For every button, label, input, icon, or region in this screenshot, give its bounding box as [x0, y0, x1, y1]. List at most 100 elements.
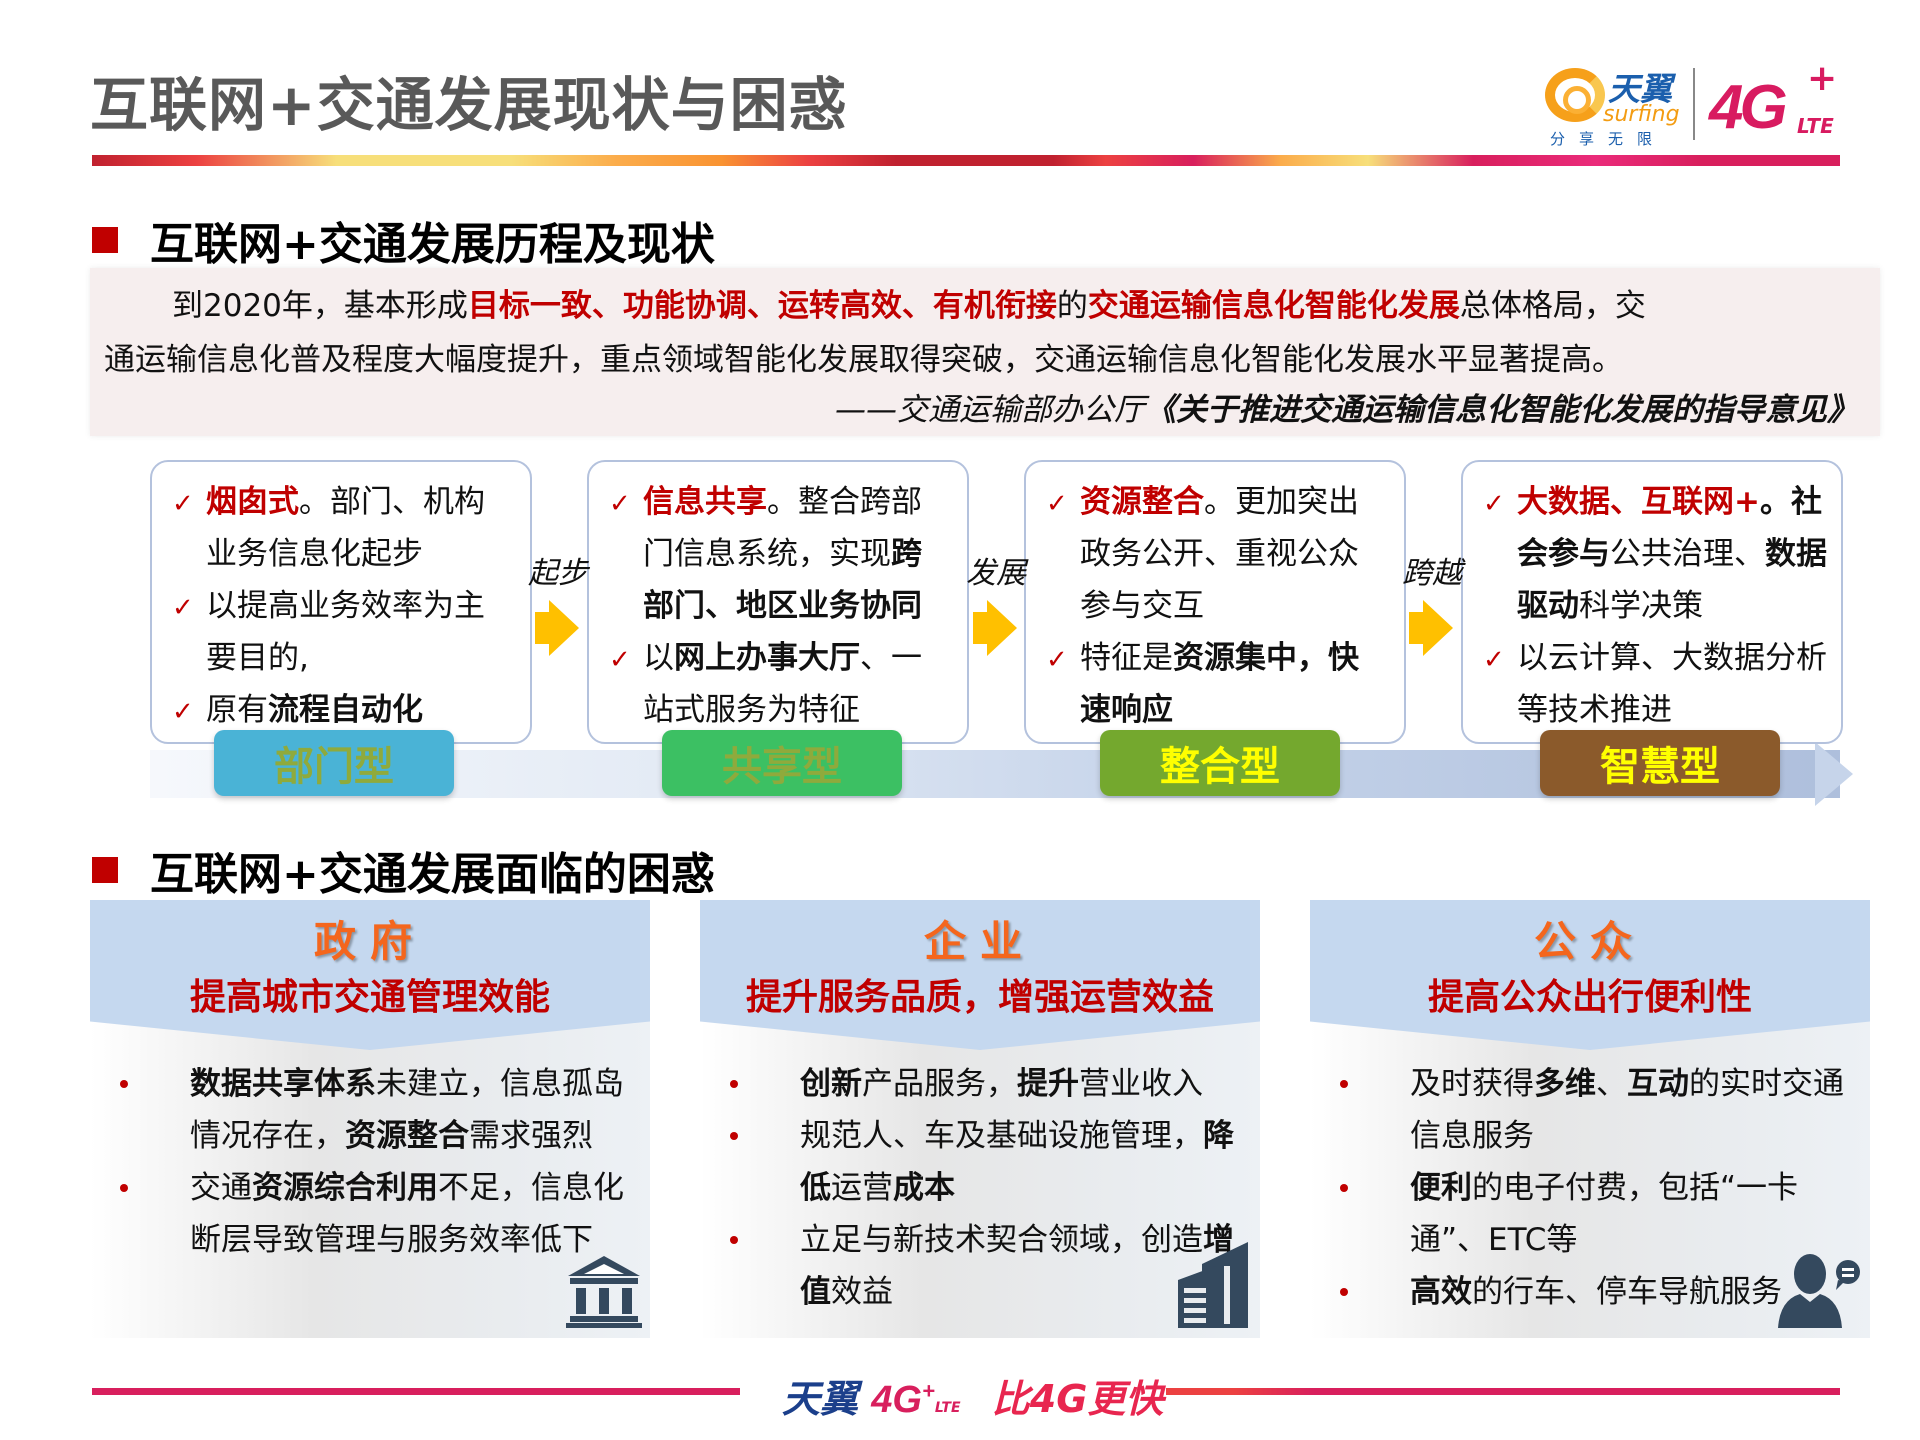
text-run: 参与交互 — [1080, 588, 1204, 624]
quote-source: ——交通运输部办公厅《关于推进交通运输信息化智能化发展的指导意见》 — [835, 390, 1858, 430]
logo-lte: LTE — [1797, 114, 1834, 138]
emphasis-run: 高效 — [1410, 1274, 1472, 1310]
bullet-item: 及时获得多维、互动的实时交通信息服务 — [1330, 1058, 1858, 1162]
checkmark-icon: ✓ — [1046, 489, 1068, 519]
red-dot-bullet-icon — [120, 1080, 128, 1088]
footer-lte: LTE — [934, 1400, 961, 1416]
stakeholder-panel-2: 企业提升服务品质，增强运营效益创新产品服务，提升营业收入规范人、车及基础设施管理… — [700, 900, 1260, 1338]
text-run: 。更加突出 — [1204, 484, 1359, 520]
panel-subtitle: 提高公众出行便利性 — [1427, 977, 1752, 1018]
panel-header-chevron — [1310, 900, 1870, 1050]
red-dot-bullet-icon — [730, 1080, 738, 1088]
transition-label: 起步 — [528, 556, 588, 591]
stage-line: 业务信息化起步 — [172, 528, 423, 580]
checkmark-icon: ✓ — [172, 697, 194, 727]
emphasis-run: 资源集中，快 — [1173, 640, 1359, 676]
emphasis-run: 创新 — [800, 1066, 862, 1102]
emphasis-run: 资源综合利用 — [252, 1170, 438, 1206]
text-run: 及时获得 — [1410, 1066, 1534, 1102]
right-arrow-icon — [973, 600, 1017, 656]
bullet-item: 规范人、车及基础设施管理，降低运营成本 — [720, 1110, 1248, 1214]
text-run: 立足与新技术契合领域，创造 — [800, 1222, 1203, 1258]
transition-label: 跨越 — [1402, 556, 1462, 591]
checkmark-icon: ✓ — [172, 489, 194, 519]
logo-brand-cn: 天翼 — [1608, 70, 1673, 108]
text-run: 的电子付费，包括“一卡通”、ETC等 — [1410, 1170, 1799, 1258]
emphasis-run: 跨 — [891, 536, 922, 572]
emphasis-run: 网上办事大厅 — [674, 640, 860, 676]
bullet-item: 立足与新技术契合领域，创造增值效益 — [720, 1214, 1248, 1318]
footer-plus: + — [921, 1378, 935, 1404]
section-heading-text: 互联网+交通发展面临的困惑 — [150, 849, 715, 900]
right-arrow-icon — [1409, 600, 1453, 656]
red-dot-bullet-icon — [1340, 1184, 1348, 1192]
text-run: 。部门、机构 — [299, 484, 485, 520]
text-run: 需求强烈 — [469, 1118, 593, 1154]
stage-card-3: ✓资源整合。更加突出政务公开、重视公众参与交互✓特征是资源集中，快速响应 — [1024, 460, 1406, 744]
quote-source-doc: 《关于推进交通运输信息化智能化发展的指导意见》 — [1145, 392, 1858, 428]
bullet-item: 数据共享体系未建立，信息孤岛情况存在，资源整合需求强烈 — [110, 1058, 638, 1162]
stage-label-1: 部门型 — [214, 730, 454, 796]
text-run: 规范人、车及基础设施管理， — [800, 1118, 1203, 1154]
text-run: 产品服务， — [862, 1066, 1017, 1102]
text-run: 交通 — [190, 1170, 252, 1206]
bullet-item: 交通资源综合利用不足，信息化断层导致管理与服务效率低下 — [110, 1162, 638, 1266]
checkmark-icon: ✓ — [609, 489, 631, 519]
text-run: 效益 — [831, 1274, 893, 1310]
footer-brand-cn: 天翼 — [782, 1377, 859, 1421]
text-run: 科学决策 — [1579, 588, 1703, 624]
text-run: 以云计算、大数据分析 — [1517, 640, 1827, 676]
quote-highlight: 交通运输信息化智能化发展 — [1087, 288, 1460, 324]
stage-line: ✓以提高业务效率为主 — [172, 580, 485, 634]
text-run: 门信息系统，实现 — [643, 536, 891, 572]
right-arrow-icon — [535, 600, 579, 656]
logo-brand-en: surfing — [1603, 102, 1680, 127]
text-run: 营业收入 — [1079, 1066, 1203, 1102]
stage-label-2: 共享型 — [662, 730, 902, 796]
red-square-bullet-icon — [92, 227, 118, 253]
quote-line-1: 到2020年，基本形成目标一致、功能协调、运转高效、有机衔接的交通运输信息化智能… — [172, 286, 1646, 326]
emphasis-run: 流程自动化 — [268, 692, 423, 728]
quote-line-2: 通运输信息化普及程度大幅度提升，重点领域智能化发展取得突破，交通运输信息化智能化… — [104, 342, 1623, 378]
emphasis-run: 资源整合 — [1080, 484, 1204, 520]
stage-line: 参与交互 — [1046, 580, 1204, 632]
emphasis-run: 降低 — [800, 1118, 1234, 1206]
text-run: 、 — [1596, 1066, 1627, 1102]
text-run: 政务公开、重视公众 — [1080, 536, 1359, 572]
red-dot-bullet-icon — [730, 1132, 738, 1140]
panel-bullet-list: 创新产品服务，提升营业收入规范人、车及基础设施管理，降低运营成本立足与新技术契合… — [720, 1058, 1248, 1318]
bullet-item: 便利的电子付费，包括“一卡通”、ETC等 — [1330, 1162, 1858, 1266]
stage-card-4: ✓大数据、互联网+。社会参与公共治理、数据驱动科学决策✓以云计算、大数据分析等技… — [1461, 460, 1843, 744]
quote-text: 的 — [1056, 288, 1088, 324]
stakeholder-panel-3: 公众提高公众出行便利性及时获得多维、互动的实时交通信息服务便利的电子付费，包括“… — [1310, 900, 1870, 1338]
text-run: 的实时交通信息服务 — [1410, 1066, 1844, 1154]
text-run: 、一 — [860, 640, 922, 676]
quote-text: 总体格局，交 — [1459, 288, 1646, 324]
stage-line: ✓ 资源整合。更加突出 — [1046, 476, 1359, 530]
panel-bullet-list: 及时获得多维、互动的实时交通信息服务便利的电子付费，包括“一卡通”、ETC等高效… — [1330, 1058, 1858, 1318]
emphasis-run: 资源整合 — [345, 1118, 469, 1154]
section-heading-challenges: 互联网+交通发展面临的困惑 — [92, 838, 715, 902]
stage-line: ✓特征是资源集中，快 — [1046, 632, 1359, 686]
surfing-swirl-icon — [1545, 68, 1605, 122]
text-run: 站式服务为特征 — [643, 692, 860, 728]
text-run: 运营 — [831, 1170, 893, 1206]
quote-text: 到2020年，基本形成 — [172, 288, 468, 324]
stage-label-3: 整合型 — [1100, 730, 1340, 796]
panel-title: 企业 — [923, 917, 1036, 966]
stage-line: 驱动科学决策 — [1483, 580, 1703, 632]
stage-line: ✓信息共享。整合跨部 — [609, 476, 922, 530]
stage-line: 站式服务为特征 — [609, 684, 860, 736]
logo-slogan: 分享无限 — [1550, 130, 1667, 148]
quote-source-org: ——交通运输部办公厅 — [835, 392, 1145, 428]
footer-line-right — [1166, 1388, 1840, 1395]
text-run: 不足，信息化断层导致管理与服务效率低下 — [190, 1170, 624, 1258]
bullet-item: 创新产品服务，提升营业收入 — [720, 1058, 1248, 1110]
checkmark-icon: ✓ — [1483, 489, 1505, 519]
government-building-icon — [566, 1252, 642, 1332]
emphasis-run: 烟囱式 — [206, 484, 299, 520]
text-run: 以 — [643, 640, 674, 676]
text-run: 以提高业务效率为主 — [206, 588, 485, 624]
logo-plus: + — [1807, 58, 1838, 99]
footer-line-left — [92, 1388, 740, 1395]
